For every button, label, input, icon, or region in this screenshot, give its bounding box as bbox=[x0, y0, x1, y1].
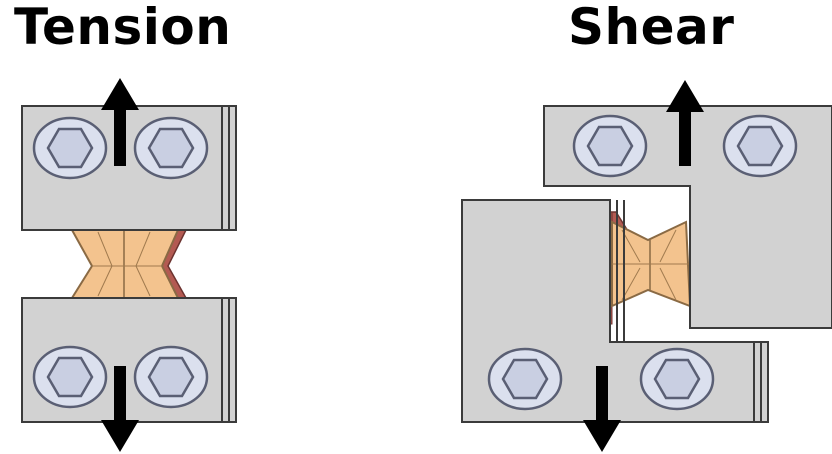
hex-bolt-icon bbox=[32, 116, 108, 180]
hex-bolt-icon bbox=[32, 345, 108, 409]
arrow-down-icon bbox=[583, 366, 621, 452]
hex-bolt-icon bbox=[133, 116, 209, 180]
hex-bolt-icon bbox=[133, 345, 209, 409]
hex-bolt-icon bbox=[572, 114, 648, 178]
arrow-up-icon bbox=[666, 80, 704, 166]
shear-setup bbox=[461, 80, 832, 452]
shear-title: Shear bbox=[568, 0, 735, 56]
hex-bolt-icon bbox=[722, 114, 798, 178]
hex-bolt-icon bbox=[639, 347, 715, 411]
arrow-down-icon bbox=[101, 366, 139, 452]
hex-bolt-icon bbox=[487, 347, 563, 411]
specimen-tension bbox=[70, 229, 180, 299]
tension-title: Tension bbox=[14, 0, 232, 56]
tension-setup bbox=[21, 78, 237, 452]
arrow-up-icon bbox=[101, 78, 139, 166]
